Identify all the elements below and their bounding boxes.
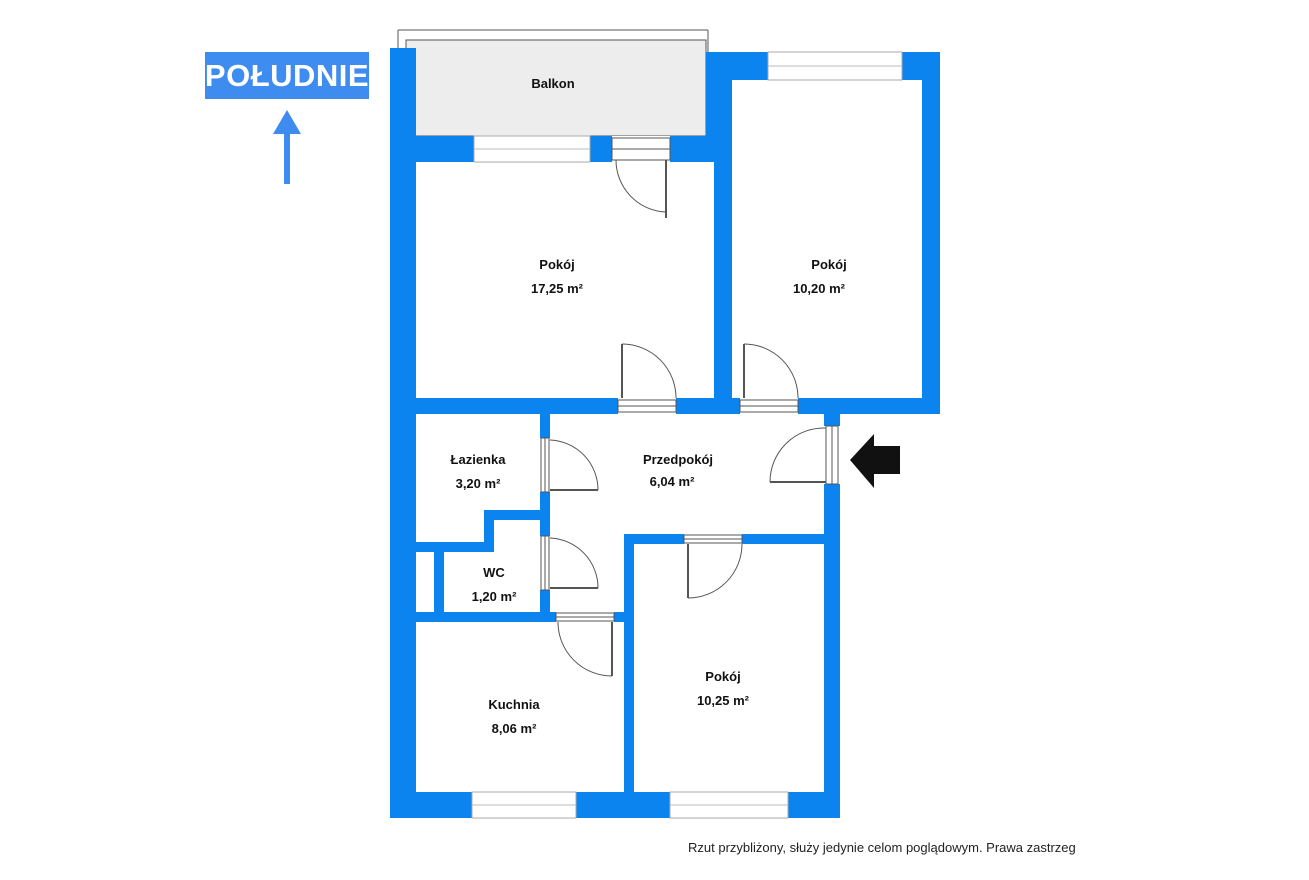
door-swings — [540, 137, 839, 677]
room-area-wc: 1,20 m² — [472, 589, 517, 604]
room-name-wc: WC — [483, 565, 505, 580]
room-area-pokoj-3: 10,25 m² — [697, 693, 750, 708]
room-name-pokoj-2: Pokój — [811, 257, 846, 272]
room-name-pokoj-1: Pokój — [539, 257, 574, 272]
room-area-lazienka: 3,20 m² — [456, 476, 501, 491]
room-area-pokoj-1: 17,25 m² — [531, 281, 584, 296]
arrow-left-icon — [850, 434, 900, 488]
windows — [471, 51, 903, 819]
disclaimer-text: Rzut przybliżony, służy jedynie celom po… — [688, 840, 1076, 855]
room-area-przedpokoj: 6,04 m² — [650, 474, 695, 489]
room-area-kuchnia: 8,06 m² — [492, 721, 537, 736]
room-area-pokoj-2: 10,20 m² — [793, 281, 846, 296]
room-name-lazienka: Łazienka — [451, 452, 507, 467]
balcony — [397, 29, 709, 137]
room-name-balkon: Balkon — [531, 76, 574, 91]
arrow-up-icon — [273, 110, 301, 184]
room-labels: Balkon Pokój 17,25 m² Pokój 10,20 m² Łaz… — [451, 76, 847, 736]
room-name-pokoj-3: Pokój — [705, 669, 740, 684]
compass-label: POŁUDNIE — [205, 52, 369, 99]
room-name-kuchnia: Kuchnia — [488, 697, 540, 712]
room-name-przedpokoj: Przedpokój — [643, 452, 713, 467]
